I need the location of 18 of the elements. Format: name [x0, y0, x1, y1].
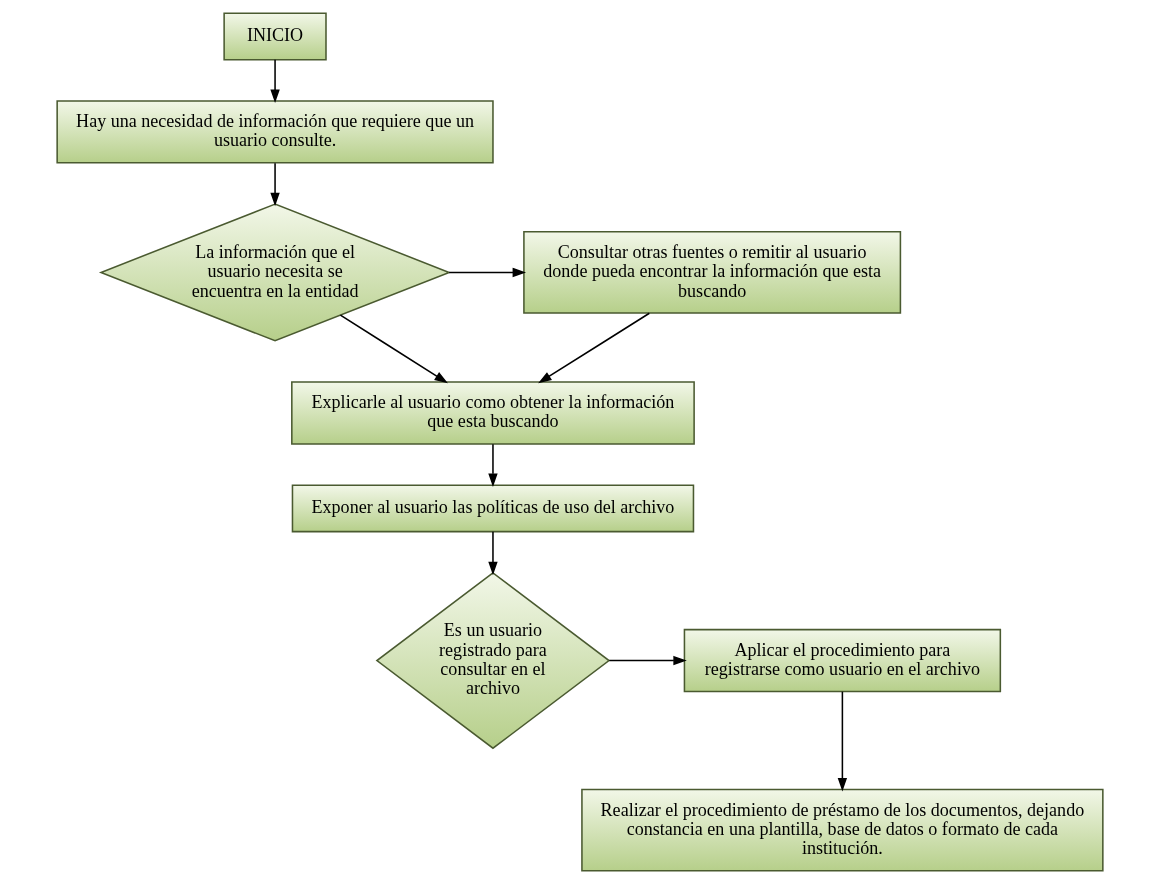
arrow: [608, 655, 687, 666]
node-box: Consultar otras fuentes o remitir al usuario donde pueda encontrar la información que esta buscando: [523, 231, 902, 314]
arrow: [270, 59, 280, 104]
node-diamond: Es un usuario registrado para consultar en el archivo: [375, 571, 611, 750]
node-box: Realizar el procedimiento de préstamo de los documentos, dejando constancia en una plantilla, base de datos o formato de cada institución.: [581, 788, 1104, 872]
arrow: [837, 690, 848, 792]
arrow: [448, 267, 527, 278]
arrow: [538, 312, 651, 384]
arrow: [488, 443, 498, 487]
node-diamond: La información que el usuario necesita se encuentra en la entidad: [98, 203, 452, 342]
node-box: Explicarle al usuario como obtener la información que esta buscando: [291, 381, 695, 445]
node-box: Exponer al usuario las políticas de uso del archivo: [291, 484, 695, 533]
node-box: Aplicar el procedimiento para registrarse como usuario en el archivo: [683, 628, 1002, 693]
arrow: [270, 162, 280, 207]
node-box: INICIO: [223, 12, 327, 61]
arrow: [488, 531, 498, 576]
node-box: Hay una necesidad de información que requiere que un usuario consulte.: [56, 100, 494, 164]
arrow: [339, 314, 448, 384]
